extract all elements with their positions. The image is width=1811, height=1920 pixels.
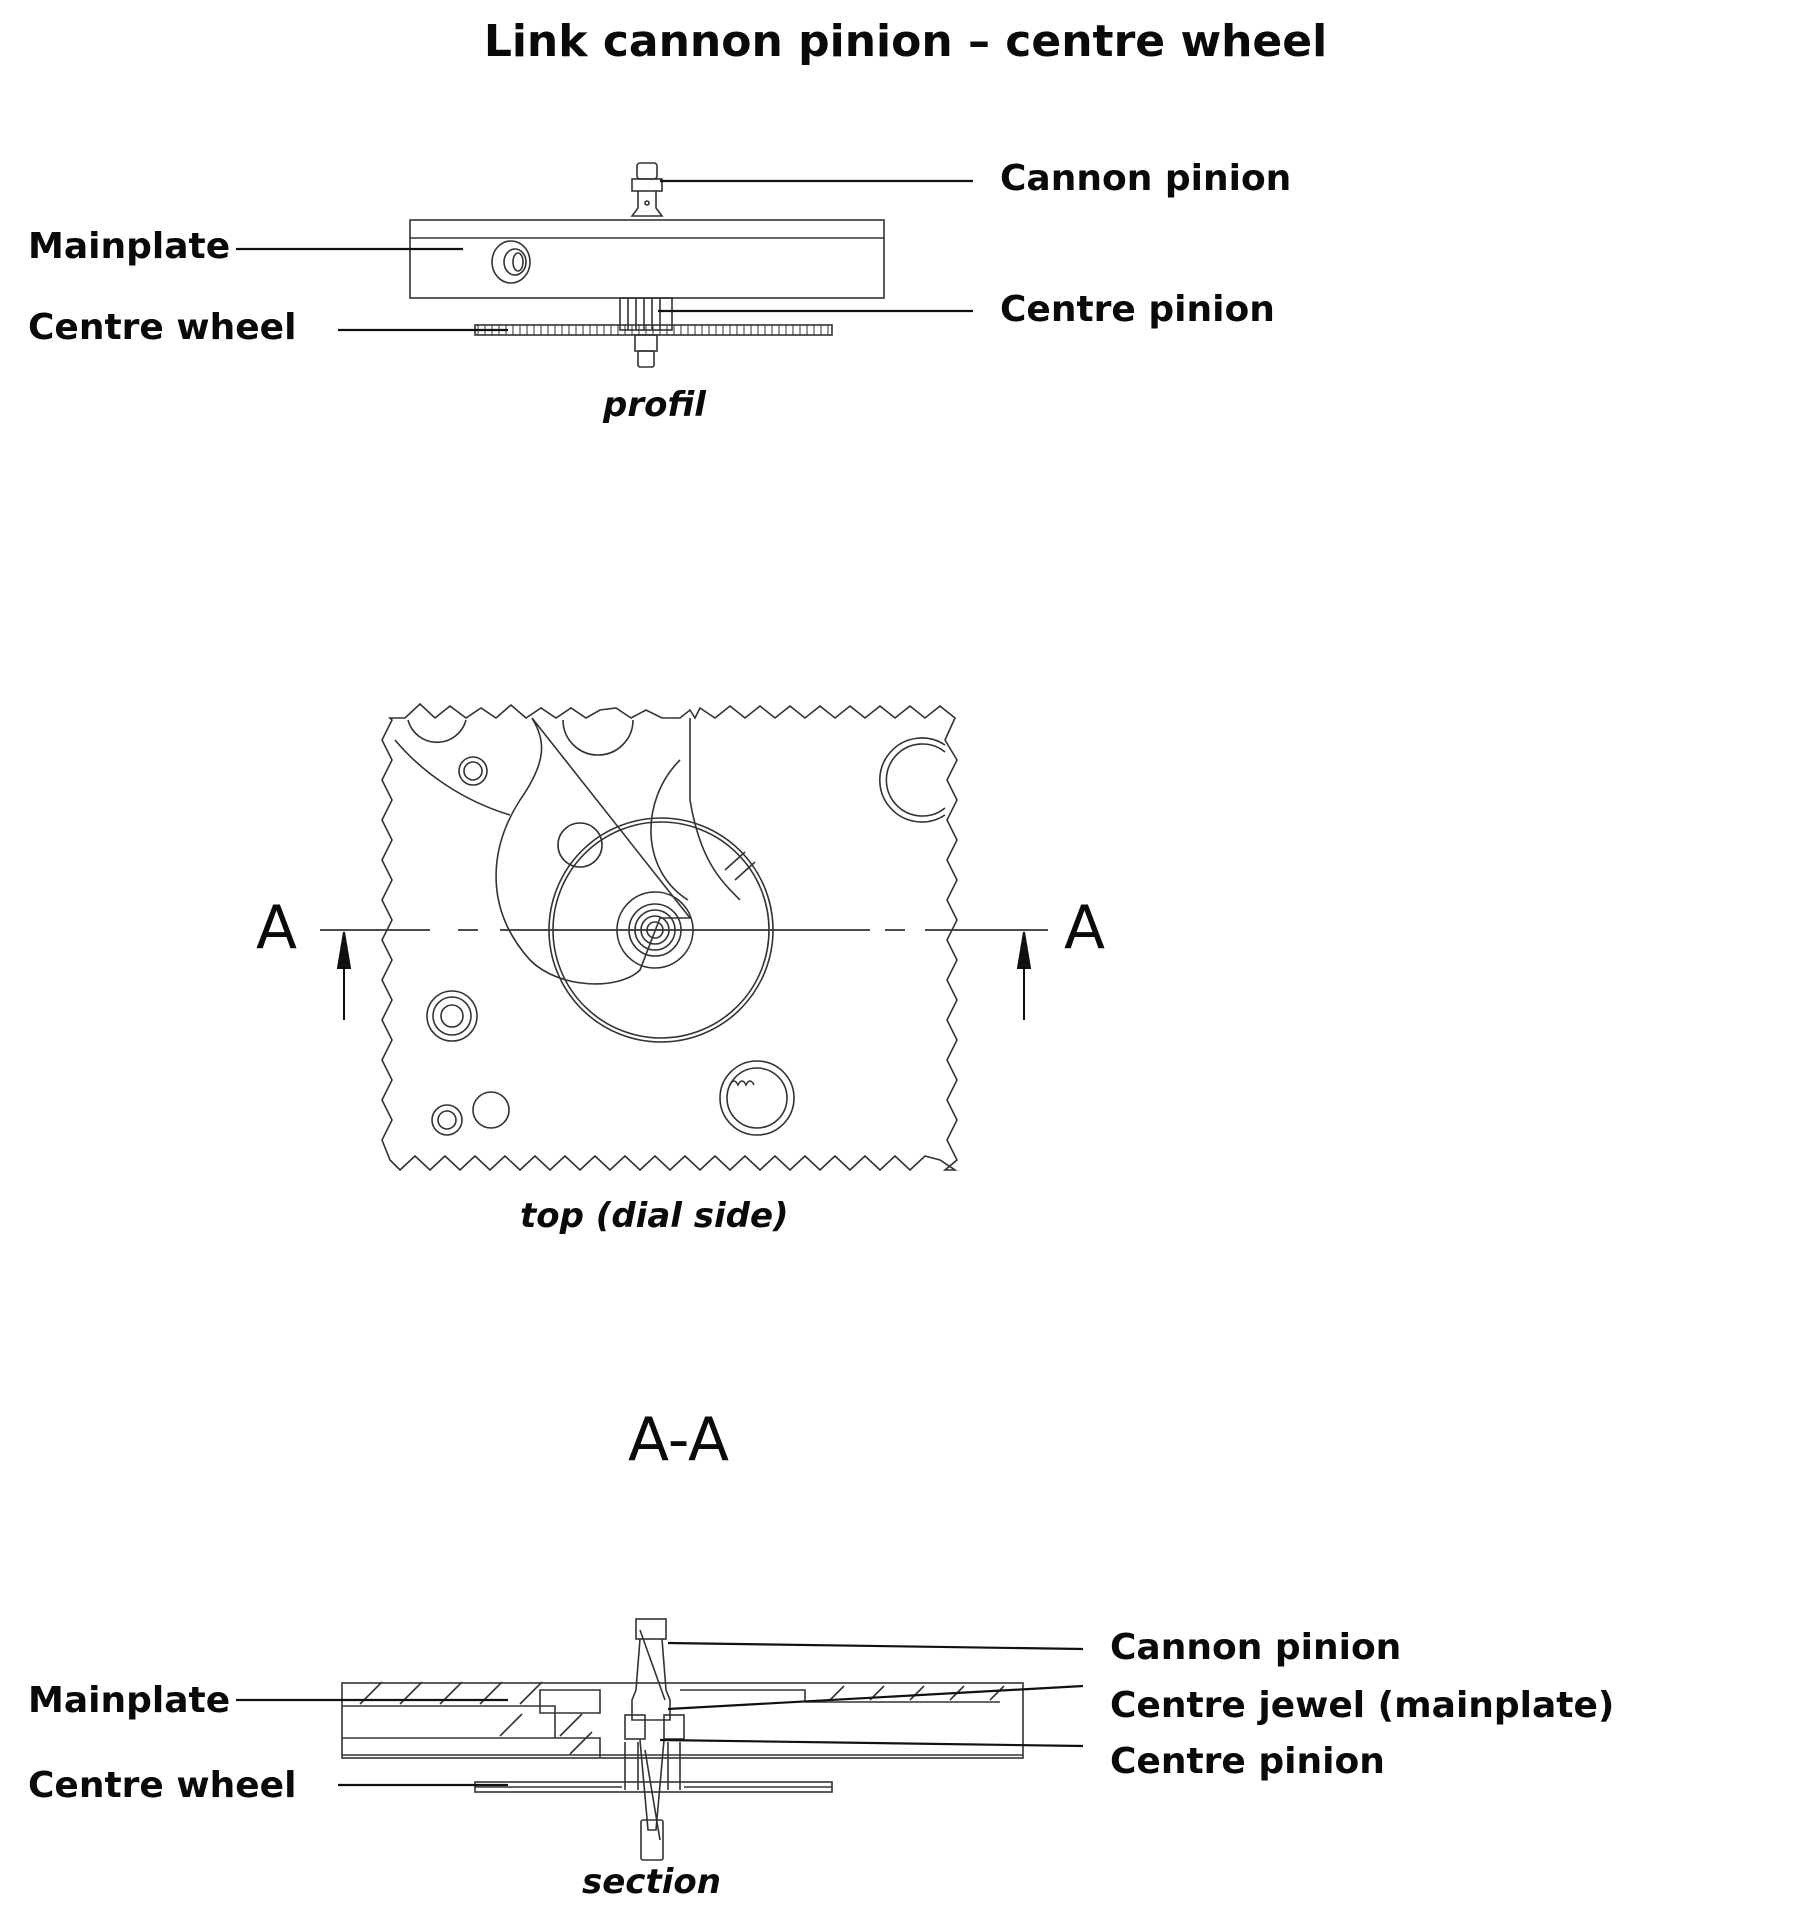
profile-leader-lines [236,179,973,332]
label-centre-wheel: Centre wheel [28,307,297,348]
top-view-drawing [320,702,1048,1172]
section-arrows [336,931,1032,1020]
section-mainplate [341,1681,1024,1759]
label-centre-pinion: Centre pinion [1000,289,1275,330]
caption-profile: profil [603,385,706,425]
section-centre-wheel [474,1781,833,1793]
top-view-bridge [495,717,692,985]
section-heading: A-A [628,1405,730,1475]
section-label-cannon-pinion: Cannon pinion [1110,1627,1402,1668]
caption-top-view: top (dial side) [520,1196,789,1236]
label-mainplate: Mainplate [28,226,231,267]
section-marker-left: A [256,893,298,963]
top-view-break-outline [381,702,958,1172]
section-centre-jewel [624,1714,685,1740]
section-label-centre-wheel: Centre wheel [28,1765,297,1806]
section-label-centre-pinion: Centre pinion [1110,1741,1385,1782]
section-leader-lines [236,1641,1084,1787]
profile-view-drawing [236,162,973,368]
section-label-centre-jewel: Centre jewel (mainplate) [1110,1685,1615,1726]
diagram-title: Link cannon pinion – centre wheel [483,16,1328,67]
section-cannon-pinion [631,1618,671,1721]
profile-cannon-pinion [630,162,664,217]
section-marker-right: A [1064,893,1106,963]
caption-section: section [582,1862,721,1902]
section-centre-pinion [624,1739,681,1861]
label-cannon-pinion: Cannon pinion [1000,158,1292,199]
section-label-mainplate: Mainplate [28,1680,231,1721]
